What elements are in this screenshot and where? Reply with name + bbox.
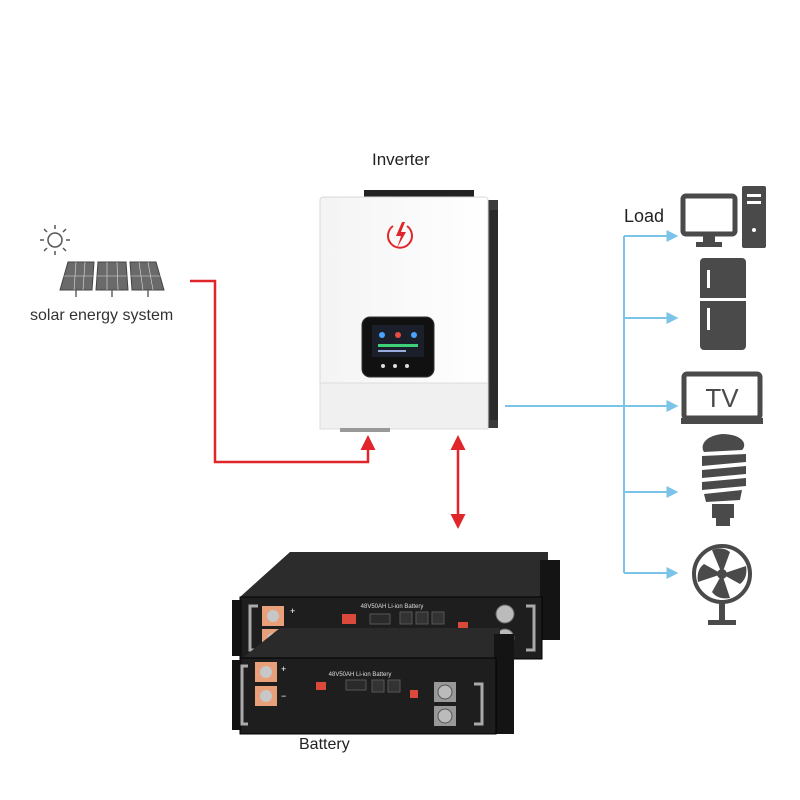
battery-unit-bottom: + − 48V50AH Li-ion Battery [232,628,514,735]
battery-label: Battery [299,736,350,753]
svg-text:+: + [290,606,295,616]
svg-text:+: + [281,664,286,674]
inverter-label: Inverter [372,150,430,169]
solar-label: solar energy system [30,307,174,324]
sun-icon [40,225,70,255]
solar-to-inverter-line [190,279,376,464]
load-label: Load [624,206,665,226]
fan-icon [692,544,752,625]
refrigerator-icon [700,258,746,350]
tv-icon: TV [681,371,763,424]
battery-bottom-text: 48V50AH Li-ion Battery [329,672,392,678]
battery-top-text: 48V50AH Li-ion Battery [361,604,424,610]
load-lines [505,230,679,579]
bulb-icon [702,434,746,526]
computer-icon [680,186,766,248]
tv-text: TV [705,383,739,413]
lightning-icon [387,222,413,249]
inverter-unit [319,190,498,432]
svg-text:−: − [281,691,286,701]
solar-panel-icon [59,261,165,297]
